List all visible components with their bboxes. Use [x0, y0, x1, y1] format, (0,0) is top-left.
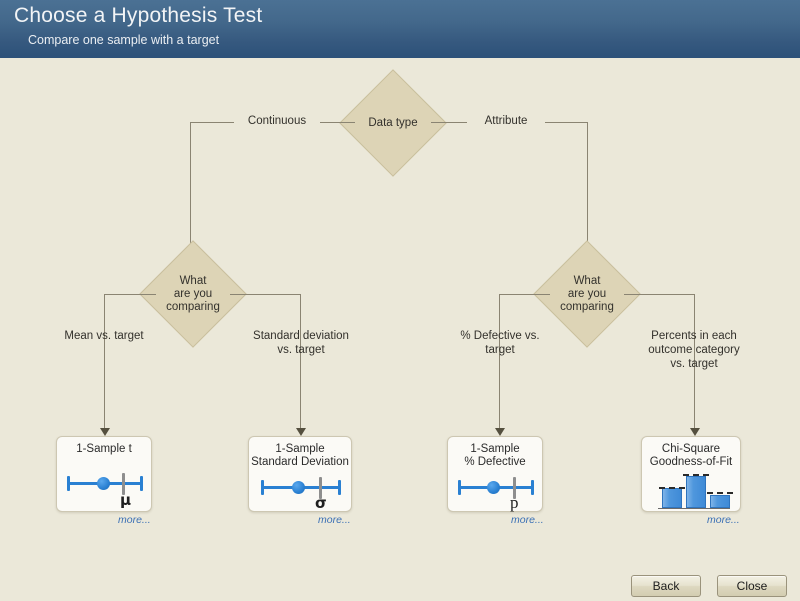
page-title: Choose a Hypothesis Test [14, 4, 263, 27]
arrowhead-to-1-sample-t [100, 428, 110, 436]
connector-root-right-b [545, 122, 587, 123]
edge-label-stdev-vs-target: Standard deviation vs. target [253, 330, 349, 356]
connector-root-right-a [431, 122, 467, 123]
confidence-interval-graphic [261, 477, 341, 499]
estimate-dot [487, 481, 500, 494]
estimate-dot [292, 481, 305, 494]
result-card-title: 1-Sample t [76, 443, 132, 455]
reference-line [513, 477, 516, 499]
result-card-1-sample-t[interactable]: 1-Sample t μ [56, 436, 152, 512]
confidence-interval-graphic [67, 473, 143, 495]
estimate-dot [97, 477, 110, 490]
result-card-title: Chi-Square Goodness-of-Fit [649, 443, 733, 468]
flowchart-canvas: Data type Continuous Attribute What are … [0, 58, 800, 553]
connector-root-right-drop [587, 122, 588, 294]
edge-label-mean-vs-target: Mean vs. target [64, 330, 144, 342]
parameter-symbol: p [510, 493, 519, 512]
edge-label-continuous: Continuous [247, 115, 307, 127]
connector-left-out-west-drop [104, 294, 105, 432]
decision-node-data-type[interactable]: Data type [339, 69, 447, 177]
result-card-title: 1-Sample % Defective [464, 443, 526, 468]
result-card-1-sample-standard-deviation[interactable]: 1-Sample Standard Deviation σ [248, 436, 352, 512]
decision-node-compare-attribute-label: What are you comparing [560, 274, 614, 313]
parameter-symbol: σ [315, 494, 327, 512]
connector-root-left-drop [190, 122, 191, 294]
back-button[interactable]: Back [631, 575, 701, 597]
arrowhead-to-1-sample-pct-defective [495, 428, 505, 436]
expected-ref-3 [707, 492, 733, 494]
decision-node-data-type-label: Data type [368, 116, 418, 129]
edge-label-percents-category-vs-target: Percents in each outcome category vs. ta… [648, 330, 740, 370]
connector-root-left-b [190, 122, 234, 123]
connector-right-out-west [499, 294, 550, 295]
arrowhead-to-chi-square [690, 428, 700, 436]
connector-right-out-east-drop [694, 294, 695, 432]
reference-line [122, 473, 125, 495]
edge-label-attribute: Attribute [484, 115, 528, 127]
confidence-interval-graphic [458, 477, 534, 499]
page-subtitle: Compare one sample with a target [28, 33, 220, 47]
result-card-title: 1-Sample Standard Deviation [251, 443, 349, 468]
connector-right-out-west-drop [499, 294, 500, 432]
close-button[interactable]: Close [717, 575, 787, 597]
result-card-chi-square-goodness-of-fit[interactable]: Chi-Square Goodness-of-Fit [641, 436, 741, 512]
decision-node-compare-continuous-label: What are you comparing [166, 274, 220, 313]
result-card-1-sample-pct-defective[interactable]: 1-Sample % Defective p [447, 436, 543, 512]
connector-right-out-east [624, 294, 694, 295]
arrowhead-to-1-sample-stdev [296, 428, 306, 436]
connector-left-out-west [104, 294, 156, 295]
window-header: Choose a Hypothesis Test Compare one sam… [0, 0, 800, 58]
bar-chart-graphic [658, 473, 733, 509]
bar-observed-1 [662, 488, 682, 508]
bar-observed-3 [710, 495, 730, 508]
bar-observed-2 [686, 476, 706, 508]
reference-line [319, 477, 322, 499]
expected-ref-1 [659, 487, 685, 489]
more-link-chi-square-goodness-of-fit[interactable]: more... [707, 514, 740, 526]
parameter-symbol: μ [120, 491, 132, 509]
more-link-1-sample-standard-deviation[interactable]: more... [318, 514, 351, 526]
edge-label-pct-defective-vs-target: % Defective vs. target [460, 330, 540, 356]
more-link-1-sample-pct-defective[interactable]: more... [511, 514, 544, 526]
expected-ref-2 [683, 474, 709, 476]
connector-root-left-a [320, 122, 355, 123]
connector-left-out-east-drop [300, 294, 301, 432]
more-link-1-sample-t[interactable]: more... [118, 514, 151, 526]
connector-left-out-east [230, 294, 300, 295]
